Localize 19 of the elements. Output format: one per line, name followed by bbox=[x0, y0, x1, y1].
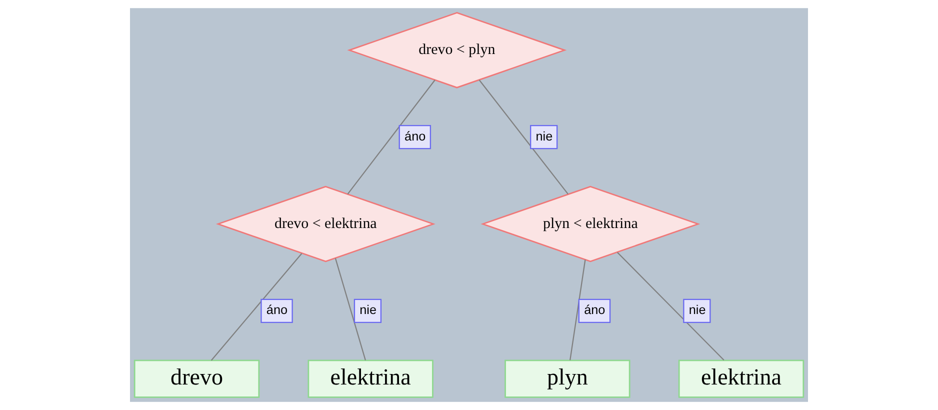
connector bbox=[210, 253, 302, 361]
connector bbox=[569, 260, 586, 360]
edge-label: nie bbox=[536, 129, 553, 144]
edge-label: nie bbox=[688, 303, 706, 318]
connector bbox=[478, 80, 568, 194]
edge-label: áno bbox=[266, 303, 288, 318]
node-box: elektrina bbox=[308, 360, 434, 398]
node-diamond: plyn < elektrina bbox=[480, 186, 700, 262]
connector bbox=[617, 252, 724, 361]
edge-label: áno bbox=[404, 129, 426, 144]
node-box: drevo bbox=[134, 360, 260, 398]
connector bbox=[347, 80, 436, 194]
connector bbox=[334, 258, 366, 360]
node-box: plyn bbox=[504, 360, 630, 398]
node-diamond: drevo < elektrina bbox=[216, 186, 436, 262]
edge-label: nie bbox=[360, 303, 377, 318]
node-diamond: drevo < plyn bbox=[347, 12, 567, 88]
edge-label: áno bbox=[584, 303, 606, 318]
node-box: elektrina bbox=[678, 360, 804, 398]
